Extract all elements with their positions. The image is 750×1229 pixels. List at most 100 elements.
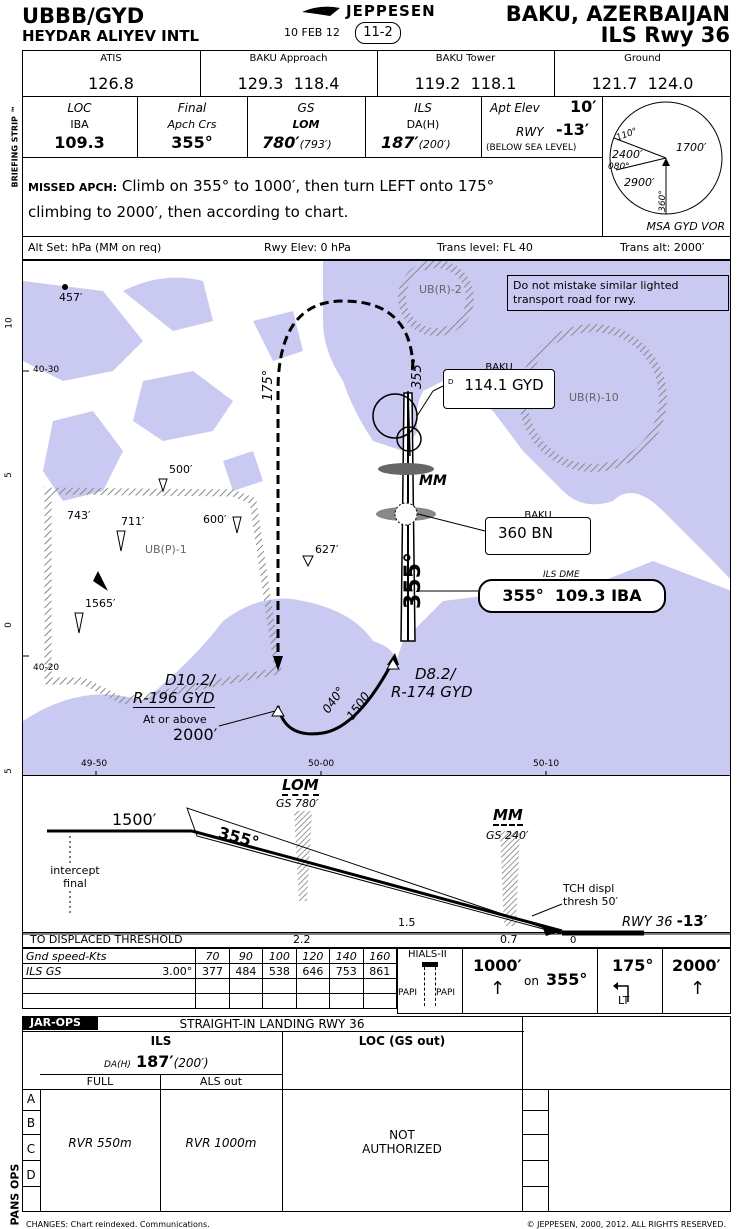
comm-approach-freq: 129.3 118.4: [237, 74, 340, 93]
comm-tower-freq: 119.2 118.1: [414, 74, 517, 93]
rate-70: 377: [195, 963, 230, 979]
profile-intercept: intercept final: [40, 864, 110, 890]
comm-atis-freq: 126.8: [88, 74, 134, 93]
loc-ident: IBA: [70, 118, 89, 131]
grid-ticks: [23, 370, 547, 775]
obstacle-1565: 1565′: [85, 597, 116, 610]
obstacle-711: 711′: [121, 515, 145, 528]
alt-2000: 2000′: [173, 725, 218, 744]
papi-left: PAPI: [398, 988, 418, 998]
plan-view: UB(R)-2 UB(R)-10 UB(P)-1 Do not mistake …: [22, 260, 731, 776]
da-label: DA(H): [406, 118, 440, 131]
minima-ils: ILS: [150, 1034, 172, 1048]
rwy-elev-hpa: Rwy Elev: 0 hPa: [264, 241, 351, 254]
da: 187′: [381, 133, 419, 152]
restricted-ubr2: UB(R)-2: [419, 283, 462, 296]
speed-120: 120: [295, 948, 331, 964]
profile-mm: MM: [493, 806, 523, 826]
obstacle-457: 457′: [59, 291, 83, 304]
profile-lom: LOM: [282, 776, 319, 796]
minima-da: DA(H) 187′(200′): [104, 1052, 209, 1071]
minima-box: [22, 1016, 731, 1212]
rvr-full: RVR 550m: [68, 1136, 132, 1150]
profile-alt-1500: 1500′: [112, 810, 157, 829]
prohibited-ubp1: UB(P)-1: [145, 543, 187, 556]
ubr2-circle: [398, 261, 474, 336]
profile-gs-780: GS 780′: [276, 797, 319, 810]
plan-view-map: [23, 261, 730, 775]
rate-120: 646: [295, 963, 331, 979]
rate-140: 753: [329, 963, 364, 979]
msa-circle-icon: [609, 101, 723, 215]
vor-freq: 114.1 GYD: [464, 376, 544, 394]
papi-right: PAPI: [436, 988, 456, 998]
missed-approach-text: MISSED APCH: Climb on 355° to 1000′, the…: [28, 174, 598, 224]
ma-lt-label: LT: [618, 994, 630, 1007]
obstacle-743: 743′: [67, 509, 91, 522]
d8-label-2: R-174 GYD: [391, 683, 473, 701]
obstacle-600: 600′: [203, 513, 227, 526]
ma-crs-175: 175°: [612, 956, 654, 975]
dist-1-5: 1.5: [398, 916, 416, 929]
tch-line-2: thresh 50′: [563, 895, 619, 908]
speed-90: 90: [228, 948, 264, 964]
to-displaced-threshold: TO DISPLACED THRESHOLD: [30, 933, 183, 946]
ils-gs-row-label: ILS GS: [22, 963, 116, 979]
gs-alt: 780′: [262, 133, 300, 152]
pans-ops-label: PANS OPS: [8, 1163, 22, 1226]
comm-approach-label: BAKU Approach: [249, 53, 328, 64]
minima-da-value: 187′: [135, 1052, 174, 1071]
lat-label-40-20: 40-20: [33, 663, 60, 673]
ils-freq-box: 355° 109.3 IBA: [478, 579, 666, 613]
jeppesen-swoosh-icon: [302, 6, 340, 17]
ma-alt-2000: 2000′: [672, 956, 721, 975]
loc-label: LOC: [67, 101, 92, 115]
msa-alt-1700: 1700′: [676, 141, 707, 154]
missed-line-2: climbing to 2000′, then according to cha…: [28, 203, 349, 221]
footer-copyright: © JEPPESEN, 2000, 2012. ALL RIGHTS RESER…: [526, 1220, 726, 1229]
mm-marker: [378, 463, 434, 475]
briefing-strip: [22, 50, 731, 260]
airport-icao: UBBB/GYD: [22, 4, 145, 28]
apt-elev-label: Apt Elev: [490, 101, 540, 115]
vor-name: BAKU: [485, 362, 513, 373]
ubp1-area: [44, 487, 282, 705]
cat-d: D: [26, 1168, 36, 1182]
lat-label-40-30: 40-30: [33, 365, 60, 375]
gs-label: GS: [297, 101, 315, 115]
ils-dme-label: ILS DME: [543, 570, 580, 580]
gs-altitude: 780′(793′): [262, 133, 332, 152]
gs-hat: (793′): [299, 138, 332, 151]
ndb-freq: 360 BN: [498, 524, 553, 542]
gs-fix: LOM: [292, 118, 320, 131]
minima-da-label: DA(H): [104, 1060, 131, 1070]
alt-set: Alt Set: hPa (MM on req): [28, 241, 162, 254]
tch-line-1: TCH displ: [563, 882, 615, 895]
profile-gs-240: GS 240′: [486, 829, 529, 842]
mm-label: MM: [419, 473, 447, 489]
ma-up-arrow-1-icon: ↑: [490, 978, 506, 999]
d8-fix-icon: [386, 658, 400, 670]
final-course: 355°: [171, 133, 213, 152]
loc-frequency: 109.3: [54, 133, 105, 152]
rwy-elev: -13′: [556, 120, 590, 139]
speed-140: 140: [329, 948, 364, 964]
profile-rwy-label: RWY 36: [622, 915, 673, 930]
final-label: Final: [177, 101, 207, 115]
cat-b: B: [26, 1116, 36, 1130]
comm-ground-label: Ground: [624, 53, 661, 64]
footer-changes: CHANGES: Chart reindexed. Communications…: [26, 1220, 210, 1229]
comm-ground-freq: 121.7 124.0: [591, 74, 694, 93]
minima-da-h: (200′): [173, 1056, 209, 1070]
approach-track: [276, 660, 395, 736]
dist-0: 0: [570, 935, 577, 946]
obstacle-627: 627′: [315, 543, 339, 556]
missed-approach-track: [276, 299, 415, 666]
d8-label-1: D8.2/: [415, 665, 456, 683]
ma-back-crs: 175°: [261, 369, 276, 401]
minima-title-text: STRAIGHT-IN LANDING RWY 36: [179, 1017, 365, 1031]
airport-name: HEYDAR ALIYEV INTL: [22, 27, 200, 45]
rwy-label: RWY: [516, 125, 544, 139]
scale-5b: 5: [3, 768, 14, 774]
ma-crs-355: 355°: [546, 970, 588, 989]
